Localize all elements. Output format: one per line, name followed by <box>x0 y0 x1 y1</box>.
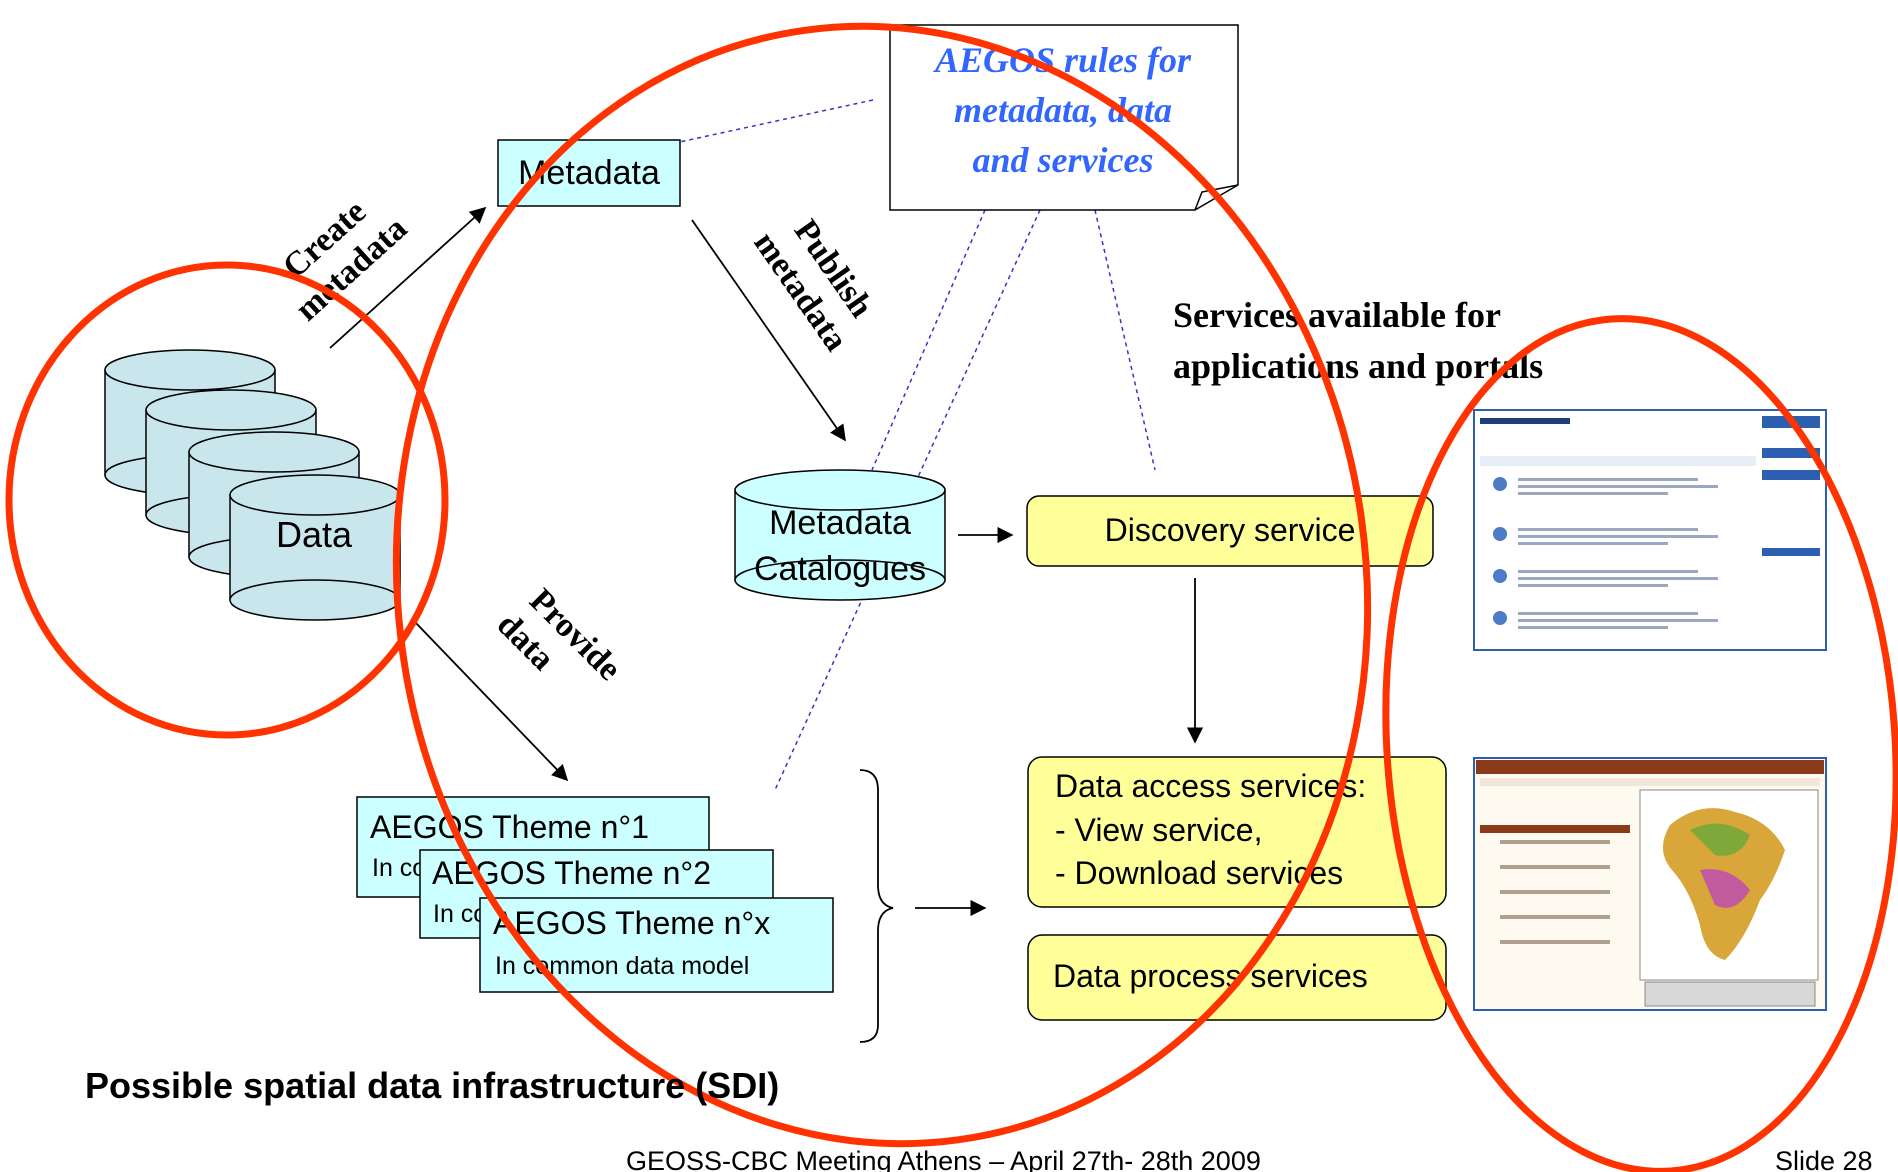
highlight-ellipse-data <box>5 261 449 739</box>
data-access-line2: - View service, <box>1055 812 1262 848</box>
highlight-ellipse-sdi <box>392 22 1372 1148</box>
discovery-service-box: Discovery service <box>1026 495 1434 567</box>
services-heading-line2: applications and portals <box>1173 346 1543 386</box>
flow-arrows <box>329 206 1204 917</box>
provide-data-label: Provide data <box>490 582 628 688</box>
create-metadata-arrow <box>329 206 487 349</box>
footer-slide: Slide 28 <box>1775 1146 1873 1172</box>
svg-text:AEGOS Theme n°x: AEGOS Theme n°x <box>493 905 770 941</box>
svg-text:AEGOS Theme n°1: AEGOS Theme n°1 <box>370 809 649 845</box>
publish-metadata-arrow <box>691 219 846 442</box>
catalogue-line1: Metadata <box>769 504 911 542</box>
catalogue-portal-screenshot <box>1473 409 1827 651</box>
data-access-box: Data access services: - View service, - … <box>1027 756 1447 908</box>
catalogue-line2: Catalogues <box>754 550 926 588</box>
data-store-label: Data <box>276 514 353 555</box>
highlight-ellipse-portals <box>1382 315 1898 1172</box>
publish-metadata-label: Publish metadata <box>746 213 880 358</box>
footer-event: GEOSS-CBC Meeting Athens – April 27th- 2… <box>626 1146 1261 1172</box>
themes-brace <box>859 769 894 1043</box>
data-access-line3: - Download services <box>1055 855 1343 891</box>
provide-data-arrow <box>414 621 569 782</box>
metadata-catalogue <box>734 469 946 601</box>
diagram-caption: Possible spatial data infrastructure (SD… <box>85 1065 779 1106</box>
map-portal-screenshot <box>1473 757 1827 1011</box>
create-metadata-label: Create metadata <box>276 193 414 328</box>
data-process-label: Data process services <box>1053 958 1368 994</box>
services-heading-line1: Services available for <box>1173 295 1501 335</box>
highlight-ellipses <box>5 22 1898 1172</box>
rules-note-line3: and services <box>973 140 1154 180</box>
data-access-line1: Data access services: <box>1055 768 1366 804</box>
theme-box-3: AEGOS Theme n°x In common data model <box>479 897 834 993</box>
data-cylinder-4 <box>229 474 401 621</box>
discovery-service-label: Discovery service <box>1105 512 1356 548</box>
metadata-box: Metadata <box>497 139 681 207</box>
rules-note: AEGOS rules for metadata, data and servi… <box>889 24 1239 211</box>
data-store <box>104 349 401 621</box>
